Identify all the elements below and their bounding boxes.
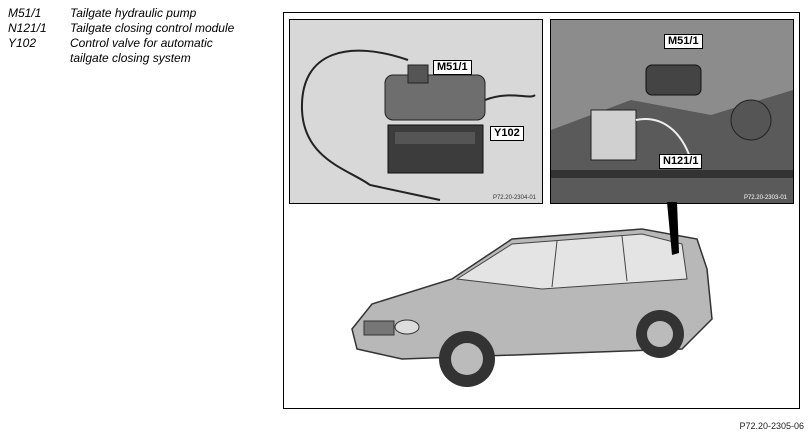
pump-inset: M51/1 Y102 P72.20-2304-01 <box>289 19 543 204</box>
legend-desc: Control valve for automatic tailgate clo… <box>70 36 270 66</box>
legend-row: Y102 Control valve for automatic tailgat… <box>8 36 270 66</box>
illustration-frame: M51/1 Y102 P72.20-2304-01 M51/1 N121/1 P… <box>283 12 800 409</box>
installed-location-inset: M51/1 N121/1 P72.20-2303-01 <box>550 19 794 204</box>
legend-desc: Tailgate hydraulic pump <box>70 6 197 20</box>
legend-code: M51/1 <box>8 6 42 20</box>
label-n121-1: N121/1 <box>659 154 703 169</box>
leader-lines <box>667 202 679 255</box>
legend-row: N121/1 Tailgate closing control module <box>8 21 270 36</box>
legend-desc-line1: Control valve for automatic <box>70 36 213 50</box>
pump-illustration <box>290 20 542 203</box>
legend-row: M51/1 Tailgate hydraulic pump <box>8 6 270 21</box>
legend-code: Y102 <box>8 36 37 50</box>
inset-ref: P72.20-2303-01 <box>743 195 787 201</box>
label-m51-1: M51/1 <box>664 34 703 49</box>
legend-code: N121/1 <box>8 21 47 35</box>
figure-reference: P72.20-2305-06 <box>739 421 804 431</box>
legend-desc-line2: tailgate closing system <box>70 51 191 65</box>
label-y102: Y102 <box>490 126 524 141</box>
label-m51-1: M51/1 <box>433 60 472 75</box>
car-illustration <box>351 228 713 387</box>
legend-desc: Tailgate closing control module <box>70 21 235 35</box>
legend: M51/1 Tailgate hydraulic pump N121/1 Tai… <box>8 6 270 66</box>
inset-ref: P72.20-2304-01 <box>492 195 536 201</box>
installed-location-illustration <box>551 20 793 203</box>
